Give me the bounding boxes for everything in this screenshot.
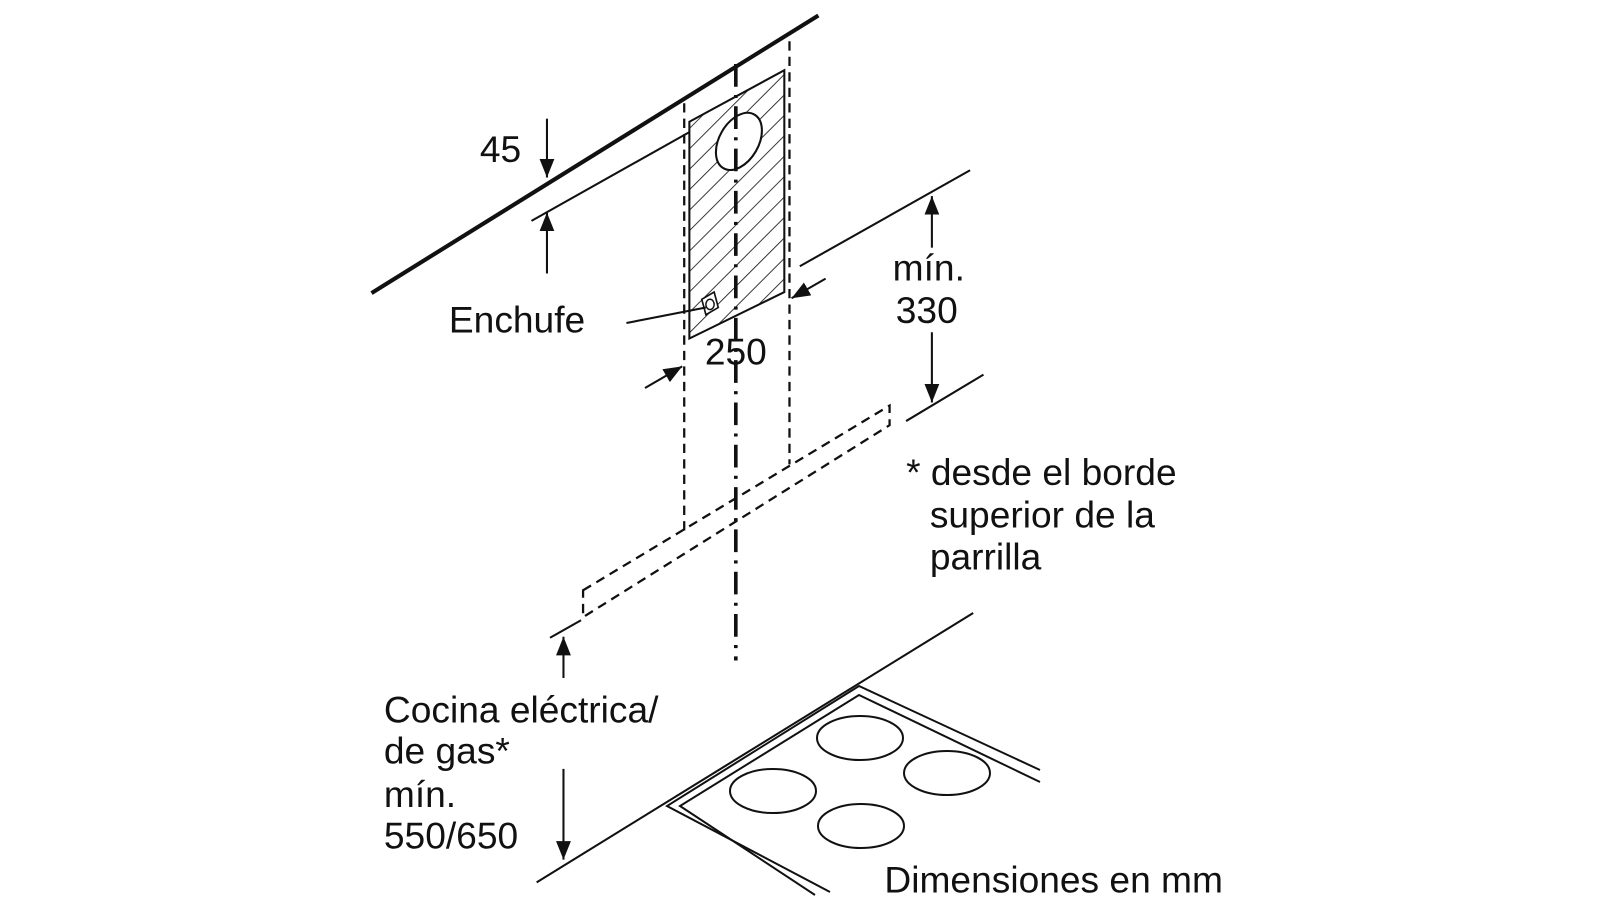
svg-text:de gas*: de gas* bbox=[384, 730, 510, 772]
dimension-cooktop: Cocina eléctrica/ de gas* mín. 550/650 bbox=[384, 636, 659, 860]
ceiling-line bbox=[370, 13, 820, 295]
dim-45-label: 45 bbox=[480, 128, 521, 170]
svg-text:330: 330 bbox=[896, 289, 958, 331]
hood-outline bbox=[581, 403, 891, 620]
ceiling-offset-line bbox=[530, 131, 690, 222]
burner bbox=[729, 768, 817, 814]
svg-text:mín.: mín. bbox=[893, 247, 965, 289]
cooktop bbox=[664, 684, 1041, 896]
reference-line-top bbox=[799, 169, 971, 268]
note-line-1: * desde el borde bbox=[906, 451, 1177, 493]
svg-text:mín.: mín. bbox=[384, 773, 456, 815]
units-label: Dimensiones en mm bbox=[884, 859, 1223, 900]
hood-bottom-reference bbox=[549, 619, 582, 639]
reference-line-bottom bbox=[905, 373, 985, 422]
socket-leader-line bbox=[626, 306, 707, 325]
burner bbox=[903, 750, 991, 796]
dimension-250: 250 bbox=[644, 277, 827, 389]
note-line-2: superior de la bbox=[930, 493, 1155, 535]
dimension-min-330: mín. 330 bbox=[893, 196, 965, 403]
mounting-plate bbox=[688, 68, 786, 341]
note-line-3: parrilla bbox=[930, 536, 1042, 578]
burner bbox=[817, 803, 905, 849]
dim-250-label: 250 bbox=[705, 330, 767, 372]
socket-label: Enchufe bbox=[449, 298, 585, 340]
socket-icon bbox=[700, 290, 720, 317]
burner bbox=[816, 715, 904, 761]
svg-text:Cocina eléctrica/: Cocina eléctrica/ bbox=[384, 688, 659, 730]
dimension-45: 45 bbox=[480, 118, 555, 274]
svg-text:550/650: 550/650 bbox=[384, 814, 518, 856]
duct-opening bbox=[714, 111, 763, 171]
worktop-line bbox=[536, 612, 974, 884]
